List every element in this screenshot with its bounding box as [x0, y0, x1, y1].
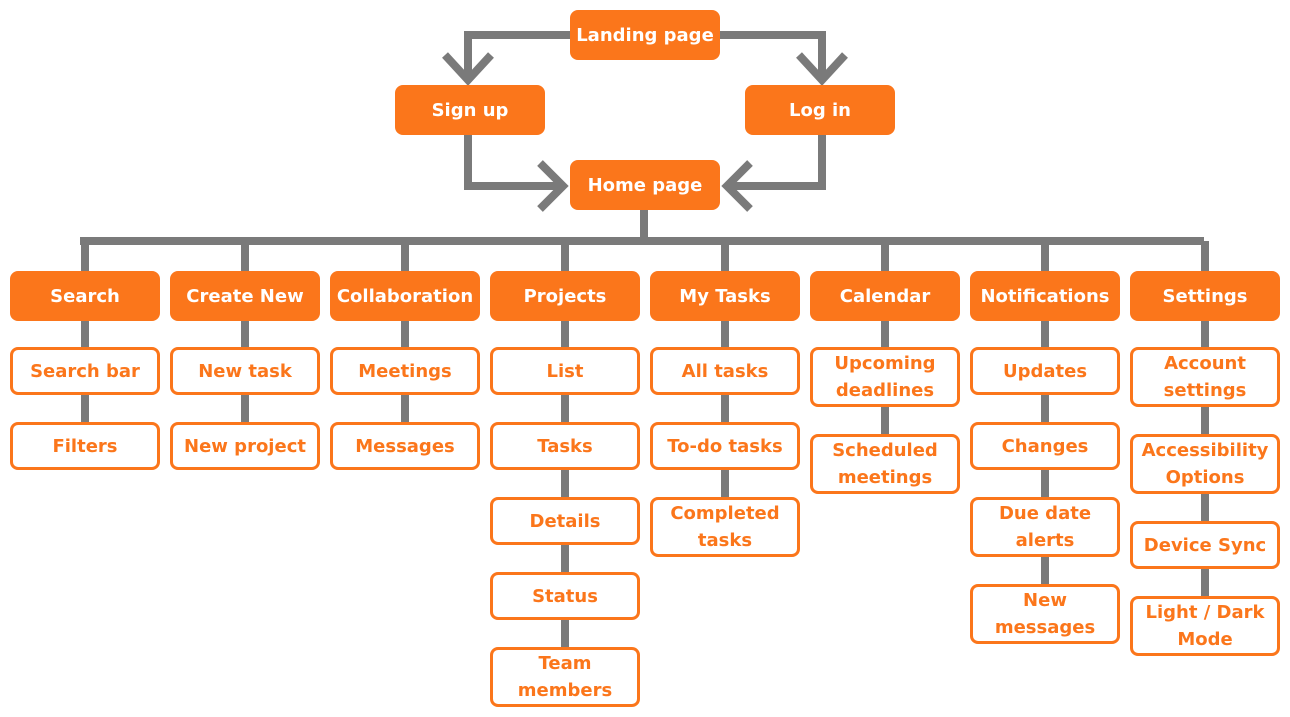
section-header: Create New: [170, 271, 320, 321]
section-item: Filters: [10, 422, 160, 470]
sign-up-label: Sign up: [431, 99, 509, 121]
section-item: All tasks: [650, 347, 800, 395]
section-item: New project: [170, 422, 320, 470]
section-header-label: Notifications: [980, 285, 1110, 307]
log-in-label: Log in: [789, 99, 851, 121]
section-header: Search: [10, 271, 160, 321]
arrowhead-home-left: [537, 160, 569, 212]
connector-landing-login: [718, 31, 826, 78]
connector-landing-signup: [464, 31, 572, 78]
section-item: New task: [170, 347, 320, 395]
section-item-label: Scheduled meetings: [832, 440, 938, 488]
section-item: Upcoming deadlines: [810, 347, 960, 407]
section-item-label: Filters: [52, 435, 118, 457]
section-header-label: Projects: [523, 285, 607, 307]
section-item-label: New project: [184, 435, 306, 457]
section-header-label: Collaboration: [336, 285, 474, 307]
section-item-label: New messages: [994, 590, 1096, 638]
connector-signup-home: [464, 134, 560, 190]
section-item: Updates: [970, 347, 1120, 395]
section-item-label: All tasks: [681, 360, 769, 382]
section-item-label: Search bar: [30, 360, 140, 382]
section-header: Calendar: [810, 271, 960, 321]
section-item: Due date alerts: [970, 497, 1120, 557]
section-header-label: Create New: [186, 285, 304, 307]
section-header: My Tasks: [650, 271, 800, 321]
section-header-label: Settings: [1162, 285, 1248, 307]
section-item: Account settings: [1130, 347, 1280, 407]
section-item: Search bar: [10, 347, 160, 395]
home-page-node: Home page: [570, 160, 720, 210]
section-item-label: Light / Dark Mode: [1145, 602, 1265, 650]
section-item-label: Details: [529, 510, 601, 532]
arrowhead-home-right: [721, 160, 753, 212]
section-header-label: Search: [50, 285, 120, 307]
section-item: Messages: [330, 422, 480, 470]
section-item: Team members: [490, 647, 640, 707]
landing-page-label: Landing page: [576, 24, 714, 46]
section-item-label: Device Sync: [1143, 534, 1267, 556]
section-item: Device Sync: [1130, 521, 1280, 569]
section-header: Collaboration: [330, 271, 480, 321]
section-item: Light / Dark Mode: [1130, 596, 1280, 656]
section-item: Details: [490, 497, 640, 545]
section-item-label: New task: [198, 360, 292, 382]
section-item: Meetings: [330, 347, 480, 395]
section-item-label: Accessibility Options: [1141, 440, 1269, 488]
section-item: Completed tasks: [650, 497, 800, 557]
section-item-label: Status: [532, 585, 598, 607]
section-header: Settings: [1130, 271, 1280, 321]
home-page-label: Home page: [587, 174, 703, 196]
section-item-label: To-do tasks: [667, 435, 783, 457]
section-header: Notifications: [970, 271, 1120, 321]
arrowhead-login: [796, 52, 848, 86]
section-item-label: Completed tasks: [670, 503, 780, 551]
connector-login-home: [730, 134, 826, 190]
section-item-label: Messages: [355, 435, 455, 457]
log-in-node: Log in: [745, 85, 895, 135]
section-item-label: Team members: [517, 653, 613, 701]
section-header-label: Calendar: [839, 285, 931, 307]
sign-up-node: Sign up: [395, 85, 545, 135]
landing-page-node: Landing page: [570, 10, 720, 60]
section-item: Scheduled meetings: [810, 434, 960, 494]
section-item: Tasks: [490, 422, 640, 470]
section-item-label: Tasks: [537, 435, 593, 457]
section-item-label: Due date alerts: [998, 503, 1092, 551]
section-item-label: Changes: [1001, 435, 1089, 457]
section-item: Status: [490, 572, 640, 620]
section-item: Accessibility Options: [1130, 434, 1280, 494]
section-item-label: Meetings: [358, 360, 452, 382]
section-item: New messages: [970, 584, 1120, 644]
section-header-label: My Tasks: [679, 285, 771, 307]
section-item: Changes: [970, 422, 1120, 470]
section-item-label: Updates: [1002, 360, 1088, 382]
section-item: List: [490, 347, 640, 395]
section-item-label: Upcoming deadlines: [834, 353, 936, 401]
section-item: To-do tasks: [650, 422, 800, 470]
section-header: Projects: [490, 271, 640, 321]
section-item-label: Account settings: [1163, 353, 1247, 401]
arrowhead-signup: [442, 52, 494, 86]
section-item-label: List: [546, 360, 584, 382]
